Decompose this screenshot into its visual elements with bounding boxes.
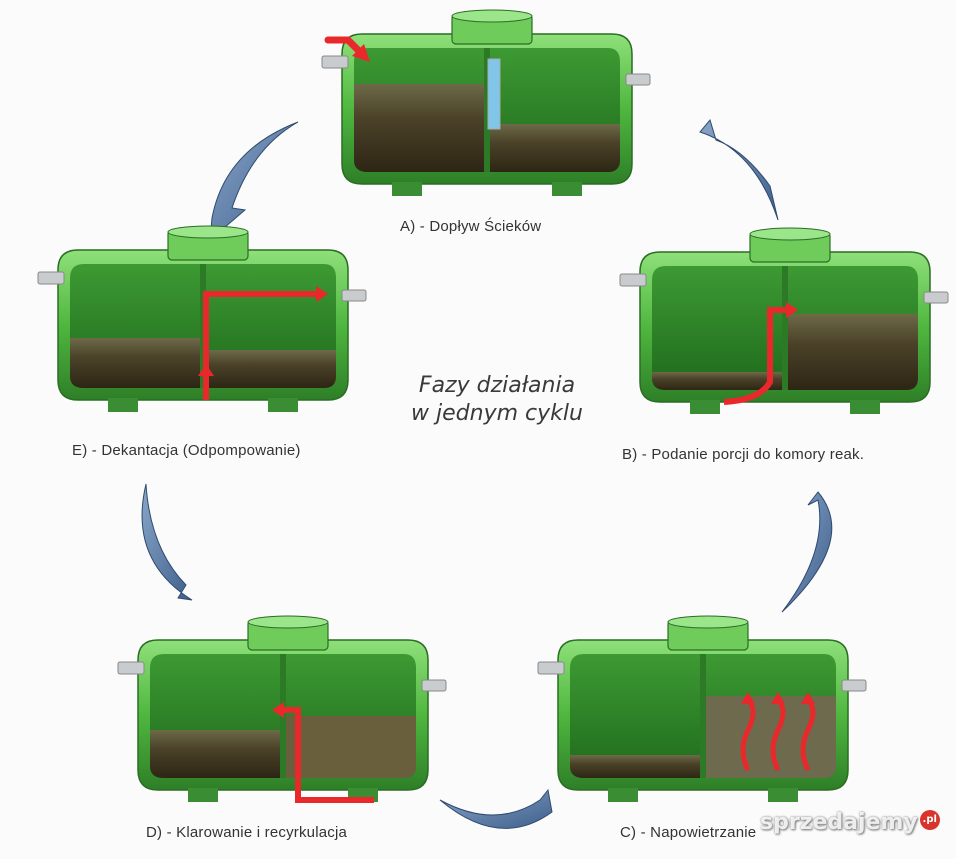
diagram-title: Fazy działania w jednym cyklu: [382, 372, 612, 428]
cycle-arrow-d-to-e: [141, 483, 193, 601]
tank-a: [321, 9, 651, 197]
tank-b: [619, 227, 949, 415]
phase-label-e: E) - Dekantacja (Odpompowanie): [72, 442, 301, 459]
watermark-badge: .pl: [919, 810, 940, 830]
watermark-logo: sprzedajemy.pl: [760, 810, 940, 835]
tank-e: [37, 225, 367, 413]
phase-label-a: A) - Dopływ Ścieków: [400, 218, 542, 235]
cycle-arrow-b-to-c: [781, 491, 833, 613]
cycle-arrow-e-to-a: [209, 121, 299, 242]
phase-label-b: B) - Podanie porcji do komory reak.: [622, 446, 865, 463]
phase-label-d: D) - Klarowanie i recyrkulacja: [146, 824, 348, 841]
phase-label-c: C) - Napowietrzanie: [620, 824, 757, 841]
cycle-arrow-c-to-d: [439, 788, 553, 829]
watermark-text: sprzedajemy: [760, 810, 918, 835]
tank-c: [537, 615, 867, 803]
cycle-arrow-a-to-b: [699, 118, 779, 221]
title-line-1: Fazy działania: [418, 373, 576, 398]
title-line-2: w jednym cyklu: [411, 401, 583, 426]
tank-d: [117, 615, 447, 803]
